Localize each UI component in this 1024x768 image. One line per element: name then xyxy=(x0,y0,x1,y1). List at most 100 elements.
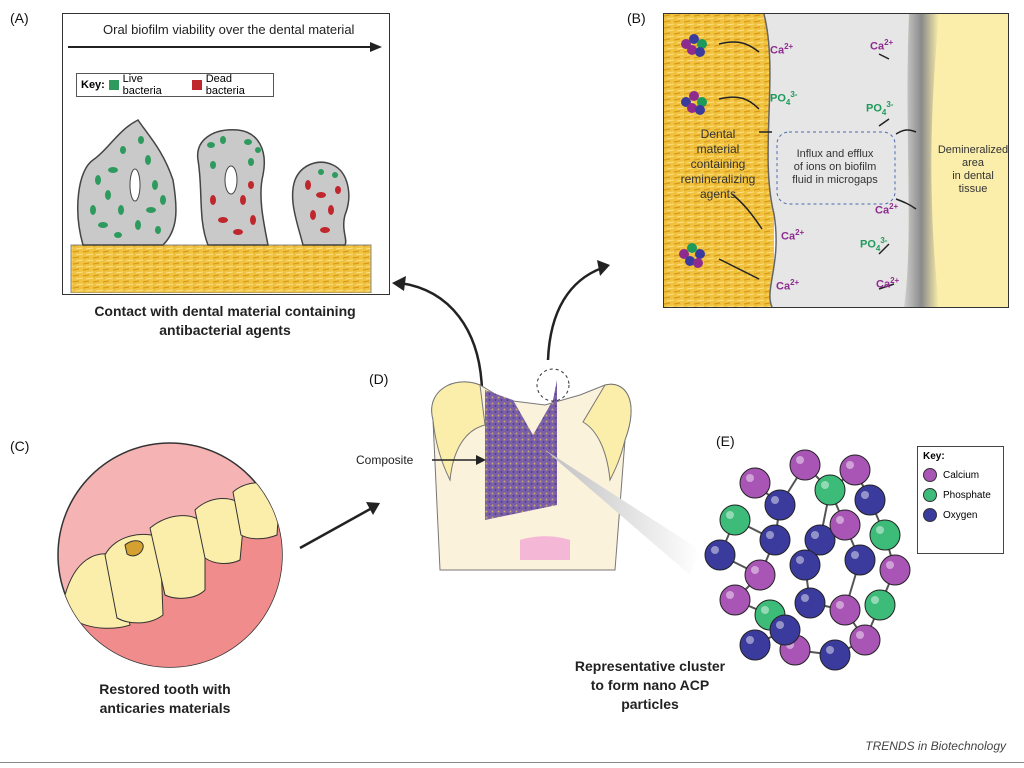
calcium-atom xyxy=(719,584,751,616)
material-label-line4: remineralizing xyxy=(680,172,756,186)
oxygen-atom xyxy=(844,544,876,576)
oxygen-key-label: Oxygen xyxy=(943,509,978,521)
phosphate-atom xyxy=(869,519,901,551)
live-bacteria-label: Live bacteria xyxy=(122,73,162,97)
atom-highlight xyxy=(771,496,779,504)
material-label-line1: Dental xyxy=(700,127,736,141)
ion-cluster-icon xyxy=(679,34,707,268)
material-label-line5: agents xyxy=(699,187,737,201)
panel-a-caption-line2: antibacterial agents xyxy=(159,322,291,338)
calcium-atom xyxy=(829,594,861,626)
calcium-atom xyxy=(879,554,911,586)
atom-highlight xyxy=(826,646,834,654)
oxygen-atom xyxy=(704,539,736,571)
zoom-beam xyxy=(545,450,700,575)
restoration-filling xyxy=(124,540,144,557)
panel-b-letter: (B) xyxy=(627,10,646,26)
calcium-key-label: Calcium xyxy=(943,469,980,481)
biofilm-illustration xyxy=(70,119,372,293)
oxygen-atom xyxy=(764,489,796,521)
phosphate-atom xyxy=(864,589,896,621)
panel-d-letter: (D) xyxy=(369,371,389,387)
atom-highlight xyxy=(746,636,754,644)
calcium-atom xyxy=(789,449,821,481)
panel-e-caption-line3: particles xyxy=(621,696,679,712)
atom-highlight xyxy=(836,516,844,524)
oxygen-atom xyxy=(759,524,791,556)
panel-a-caption-line1: Contact with dental material containing xyxy=(94,303,356,319)
demin-label-line1: Demineralized xyxy=(937,144,1009,156)
flux-label-line3: fluid in microgaps xyxy=(792,174,878,186)
tooth-cross-section xyxy=(431,368,700,575)
flux-label-line1: Influx and efflux xyxy=(796,148,874,160)
atom-highlight xyxy=(861,491,869,499)
demin-label-line4: tissue xyxy=(958,183,988,195)
oxygen-atom xyxy=(739,629,771,661)
calcium-atom xyxy=(739,467,771,499)
oxygen-atom xyxy=(819,639,851,671)
phosphate-swatch xyxy=(923,488,937,502)
calcium-swatch xyxy=(923,468,937,482)
panel-e-caption-line1: Representative cluster xyxy=(574,658,726,674)
calcium-ion-label: Ca2+ xyxy=(870,38,894,53)
material-label-line2: material xyxy=(696,142,740,156)
phosphate-key-label: Phosphate xyxy=(943,489,991,501)
composite-label: Composite xyxy=(356,453,414,467)
oxygen-atom xyxy=(854,484,886,516)
phosphate-atom xyxy=(814,474,846,506)
oxygen-atom xyxy=(789,549,821,581)
zoom-circle xyxy=(536,368,570,402)
calcium-ion-label: Ca2+ xyxy=(776,278,800,293)
atom-highlight xyxy=(876,526,884,534)
panel-e-key: Key: Calcium Phosphate Oxygen xyxy=(917,446,1004,554)
flux-label-line2: of ions on biofilm xyxy=(793,161,877,173)
calcium-atom xyxy=(839,454,871,486)
atom-highlight xyxy=(886,561,894,569)
atom-highlight xyxy=(801,594,809,602)
dead-bacteria-label: Dead bacteria xyxy=(205,73,245,97)
panel-c-caption-line1: Restored tooth with xyxy=(99,681,231,697)
panel-c-caption-line2: anticaries materials xyxy=(99,700,231,716)
panel-e-key-title: Key: xyxy=(923,451,945,462)
panel-e-caption-line2: to form nano ACP xyxy=(590,677,710,693)
calcium-ion-label: Ca2+ xyxy=(876,276,900,291)
atom-highlight xyxy=(851,551,859,559)
atom-highlight xyxy=(726,591,734,599)
remineralization-illustration xyxy=(664,14,1008,307)
calcium-atom xyxy=(849,624,881,656)
dental-material-layer-a xyxy=(70,244,372,293)
panel-c-letter: (C) xyxy=(10,438,30,454)
calcium-ion-label: Ca2+ xyxy=(781,228,805,243)
atom-highlight xyxy=(746,474,754,482)
atom-highlight xyxy=(871,596,879,604)
viability-arrow-label: Oral biofilm viability over the dental m… xyxy=(103,22,355,37)
calcium-ion-label: Ca2+ xyxy=(770,42,794,57)
composite-pointer-arrow xyxy=(432,455,486,465)
composite-filling xyxy=(485,380,557,520)
panel-a-letter: (A) xyxy=(10,10,29,26)
panel-e-letter: (E) xyxy=(716,433,735,449)
phosphate-ion-label: PO43- xyxy=(860,236,888,253)
atom-highlight xyxy=(776,621,784,629)
oxygen-atom xyxy=(769,614,801,646)
calcium-atom xyxy=(744,559,776,591)
oxygen-swatch xyxy=(923,508,937,522)
phosphate-atom xyxy=(719,504,751,536)
atom-highlight xyxy=(811,531,819,539)
phosphate-ion-label: PO43- xyxy=(866,100,894,117)
live-bacteria-swatch xyxy=(108,80,119,90)
journal-credit: TRENDS in Biotechnology xyxy=(865,739,1006,753)
material-label-line3: containing xyxy=(690,157,746,171)
viability-arrow xyxy=(68,42,382,52)
acp-cluster-illustration xyxy=(704,449,911,671)
atom-highlight xyxy=(711,546,719,554)
atom-highlight xyxy=(796,456,804,464)
footer-divider xyxy=(0,762,1024,763)
demin-label-line3: in dental xyxy=(952,170,994,182)
atom-highlight xyxy=(856,631,864,639)
phosphate-ion-label: PO43- xyxy=(770,90,798,107)
atom-highlight xyxy=(751,566,759,574)
dead-bacteria-swatch xyxy=(191,80,202,90)
demin-label-line2: area xyxy=(961,157,985,169)
atom-highlight xyxy=(766,531,774,539)
